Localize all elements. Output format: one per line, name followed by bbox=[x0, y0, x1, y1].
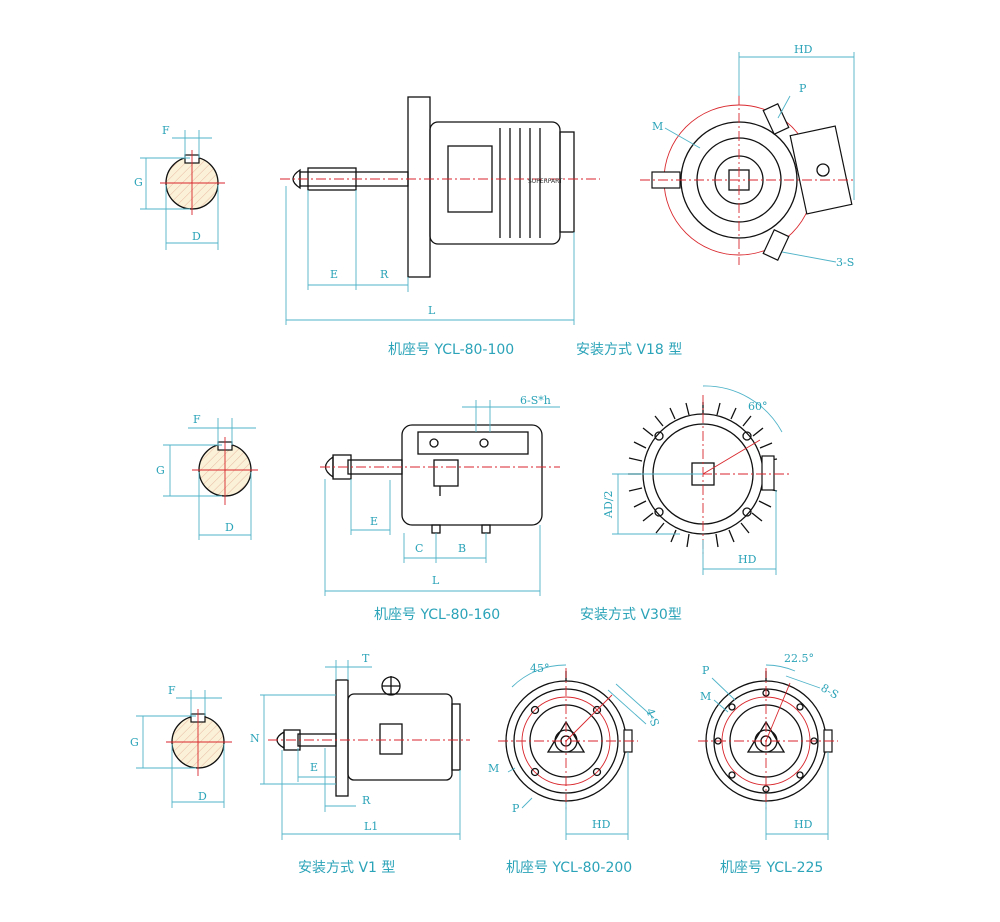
side-view-3: T N E R L1 bbox=[250, 652, 470, 840]
dim-E: E bbox=[370, 515, 378, 528]
dim-R: R bbox=[362, 794, 371, 807]
dim-C: C bbox=[415, 542, 423, 555]
dim-D: D bbox=[192, 230, 201, 243]
dim-G: G bbox=[134, 176, 143, 189]
end-view-1: HD P M 3-S bbox=[640, 43, 855, 269]
dim-4S: 4-S bbox=[643, 707, 661, 729]
dim-T: T bbox=[362, 652, 370, 665]
end-view-200: 45° 4-S M P HD bbox=[488, 662, 662, 840]
dim-L1: L1 bbox=[364, 820, 378, 833]
side-view-1: SUPERPART E R L bbox=[280, 96, 600, 325]
dim-HD: HD bbox=[794, 818, 813, 831]
end-view-225: 22.5° 8-S P M HD bbox=[698, 652, 841, 840]
dim-P: P bbox=[799, 82, 807, 95]
dim-R: R bbox=[380, 268, 389, 281]
dim-L: L bbox=[428, 304, 436, 317]
caption-frame-160: 机座号 YCL-80-160 bbox=[374, 607, 500, 623]
dim-60deg: 60° bbox=[748, 400, 768, 413]
dim-D: D bbox=[225, 521, 234, 534]
dim-G: G bbox=[130, 736, 139, 749]
dim-E: E bbox=[330, 268, 338, 281]
shaft-section-1: F G D bbox=[134, 124, 225, 250]
dim-HD: HD bbox=[592, 818, 611, 831]
dim-P: P bbox=[512, 802, 520, 815]
dim-HD: HD bbox=[794, 43, 813, 56]
dim-G: G bbox=[156, 464, 165, 477]
dim-AD2: AD/2 bbox=[602, 491, 615, 519]
shaft-section-3: F G D bbox=[130, 684, 232, 808]
dim-P: P bbox=[702, 664, 710, 677]
dim-L: L bbox=[432, 574, 440, 587]
dim-D: D bbox=[198, 790, 207, 803]
caption-mount-v1: 安装方式 V1 型 bbox=[298, 860, 395, 876]
dim-F: F bbox=[162, 124, 170, 137]
dim-8S: 8-S bbox=[819, 681, 841, 701]
dim-F: F bbox=[168, 684, 176, 697]
dim-M: M bbox=[700, 690, 711, 703]
side-view-2: 6-S*h E C B L bbox=[320, 394, 560, 596]
end-view-2: 60° AD/2 HD bbox=[602, 385, 790, 575]
caption-mount-v18: 安装方式 V18 型 bbox=[576, 342, 682, 358]
caption-frame-200: 机座号 YCL-80-200 bbox=[506, 860, 632, 876]
dim-M: M bbox=[652, 120, 663, 133]
dim-B: B bbox=[458, 542, 466, 555]
dim-M: M bbox=[488, 762, 499, 775]
brand-label: SUPERPART bbox=[528, 178, 563, 185]
dim-N: N bbox=[250, 732, 260, 745]
caption-mount-v30: 安装方式 V30型 bbox=[580, 607, 682, 623]
dim-6Sh: 6-S*h bbox=[520, 394, 551, 407]
dim-45deg: 45° bbox=[530, 662, 550, 675]
dim-3S: 3-S bbox=[836, 256, 854, 269]
caption-frame-100: 机座号 YCL-80-100 bbox=[388, 342, 514, 358]
dim-E: E bbox=[310, 761, 318, 774]
dim-HD: HD bbox=[738, 553, 757, 566]
caption-frame-225: 机座号 YCL-225 bbox=[720, 860, 823, 876]
shaft-section-2: F G D bbox=[156, 413, 258, 540]
dim-F: F bbox=[193, 413, 201, 426]
dim-22-5deg: 22.5° bbox=[784, 652, 814, 665]
